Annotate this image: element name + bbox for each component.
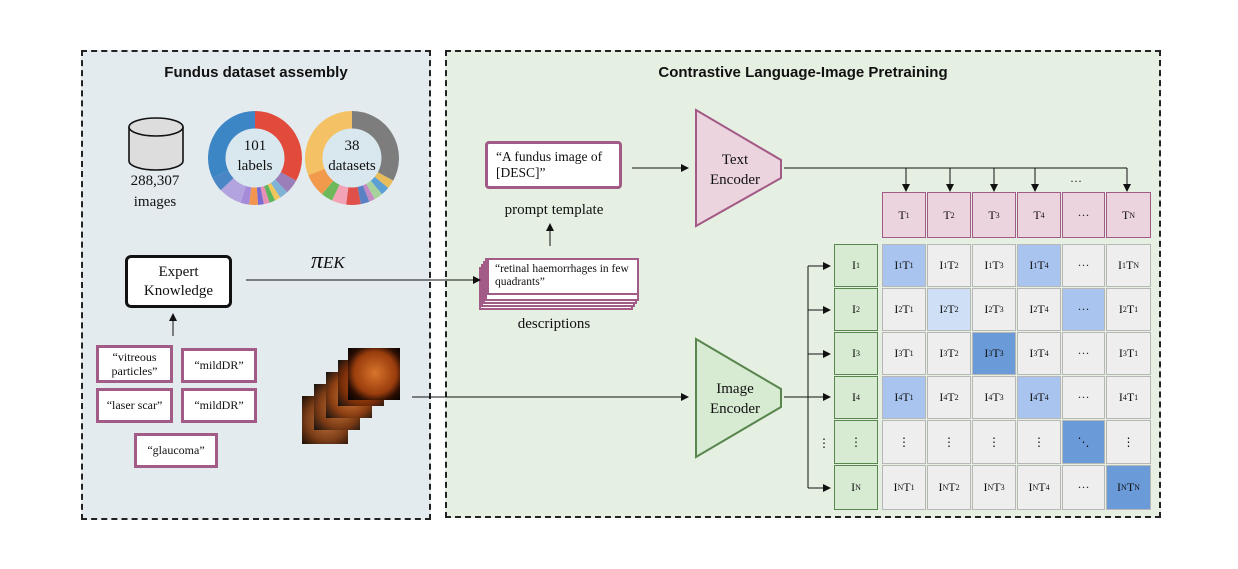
panel-title-left: Fundus dataset assembly [164, 64, 348, 81]
keyword-milddr: “mildDR” [181, 348, 257, 383]
donut-segment [240, 185, 252, 205]
donut-segment [260, 185, 270, 205]
donut-segment [274, 171, 297, 193]
donut-segment [351, 111, 399, 181]
similarity-cell: ⋮ [927, 420, 971, 464]
image-arrow-dots: ⋮ [818, 436, 830, 450]
similarity-cell: ⋱ [1062, 420, 1105, 464]
donut-segment [263, 184, 276, 203]
donut-segment [362, 183, 375, 202]
image-encoder-shape [695, 337, 782, 459]
descriptions-label: descriptions [517, 316, 591, 332]
donut-segment [212, 170, 235, 191]
datasets-donut-text: 38 datasets [328, 138, 376, 174]
text-arrow-dots: ··· [1070, 174, 1082, 188]
images-count: 288,307 images [130, 173, 180, 210]
text-encoder-shape [695, 108, 782, 228]
donut-segment [308, 168, 334, 195]
text-encoder-label: Text Encoder [710, 152, 760, 188]
donut-segment [270, 179, 288, 198]
similarity-cell: ··· [1062, 465, 1105, 510]
panel-title-right: Contrastive Language-Image Pretraining [658, 64, 948, 81]
donut-hole [225, 128, 285, 188]
donut-segment [256, 186, 264, 205]
image-encoder-label: Image Encoder [710, 381, 760, 417]
donut-segment [267, 182, 281, 201]
donut-segment [208, 111, 256, 179]
similarity-cell: ⋮ [882, 420, 926, 464]
donut-hole [322, 128, 382, 188]
similarity-cell: ⋮ [1017, 420, 1061, 464]
database-icon [128, 117, 184, 171]
pi-ek-label: πEK [311, 248, 345, 274]
expert-knowledge-box: Expert Knowledge [125, 255, 232, 308]
similarity-cell: ··· [1062, 288, 1105, 331]
fundus-image-stack [302, 348, 402, 448]
labels-donut-text: 101 labels [237, 138, 273, 174]
donut-segment [346, 186, 361, 205]
donut-segment [220, 177, 247, 203]
image-embedding-header: ⋮ [834, 420, 878, 464]
similarity-cell: ⋮ [972, 420, 1016, 464]
keyword-glaucoma: “glaucoma” [134, 433, 218, 468]
donut-segment [322, 180, 340, 201]
donut-segment [331, 184, 349, 205]
donut-segment [370, 176, 389, 195]
datasets-donut-chart [305, 111, 399, 205]
text-embedding-header: ··· [1062, 192, 1105, 238]
donut-segment [254, 111, 302, 181]
prompt-template-label: prompt template [504, 202, 604, 218]
keyword-laser-scar: “laser scar” [96, 388, 173, 423]
similarity-cell: ⋮ [1106, 420, 1151, 464]
similarity-cell: ··· [1062, 244, 1105, 287]
similarity-cell: ··· [1062, 376, 1105, 419]
donut-segment [357, 184, 370, 205]
similarity-cell: ··· [1062, 332, 1105, 375]
prompt-template-box: “A fundus image of [DESC]” [485, 141, 622, 189]
description-box: “retinal haemorrhages in few quadrants” [487, 258, 639, 295]
keyword-vitreous-particles: “vitreous particles” [96, 345, 173, 383]
keyword-milddr-2: “mildDR” [181, 388, 257, 423]
donut-segment [365, 180, 382, 200]
donut-segment [305, 111, 353, 176]
labels-donut-chart [208, 111, 302, 205]
donut-segment [374, 171, 394, 188]
